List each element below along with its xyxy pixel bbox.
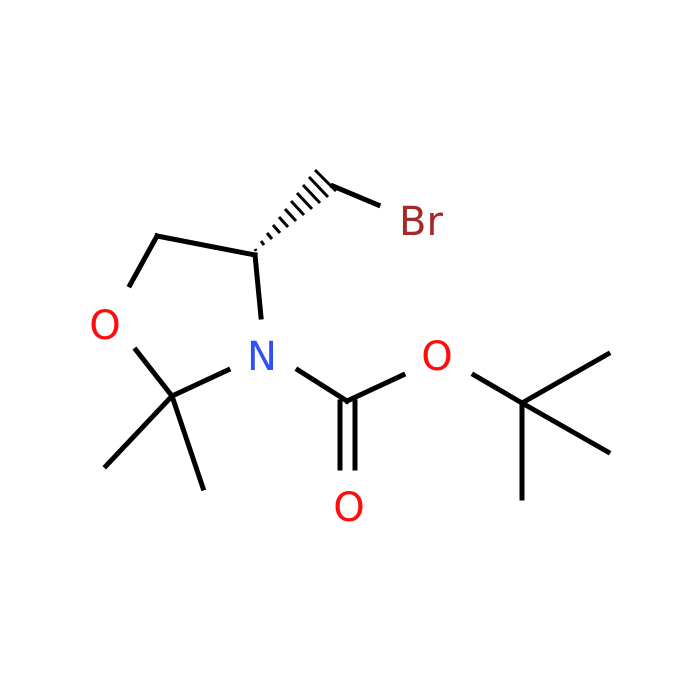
bond-ring-oxygen-c2	[132, 346, 176, 400]
bond-c5-ring-oxygen	[126, 232, 161, 289]
bond-c2-methyl-left	[102, 392, 176, 470]
bond-tbu-methyl-right	[518, 399, 612, 456]
bond-c2-ring-nitrogen	[168, 366, 232, 400]
bond-ch2-bromine	[329, 182, 382, 209]
bond-ring-nitrogen-carbonyl-c	[294, 366, 351, 405]
ring-oxygen-label: O	[89, 303, 120, 349]
carbonyl-oxygen-label: O	[333, 485, 364, 531]
bromine-label: Br	[399, 199, 443, 245]
ring-nitrogen-label: N	[247, 334, 277, 380]
bond-ring-nitrogen-c4	[252, 252, 264, 320]
bond-c5-c4	[154, 233, 258, 258]
bond-c2-methyl-right	[168, 392, 207, 492]
bond-carbonyl-c-ester-oxygen	[343, 371, 407, 405]
bond-ester-oxygen-quaternary-c	[470, 371, 526, 407]
bond-tbu-methyl-top	[518, 350, 612, 407]
ester-oxygen-label: O	[421, 334, 452, 380]
hashed-wedge-bond	[253, 168, 338, 252]
